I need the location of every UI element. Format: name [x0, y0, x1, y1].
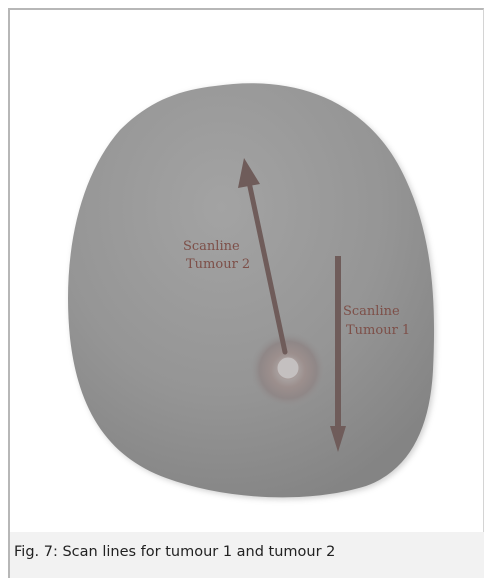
scanline-tumour-1-label-line1: Scanline: [343, 304, 400, 319]
scanline-tumour-2-label-line2: Tumour 2: [186, 257, 250, 272]
figure-caption: Fig. 7: Scan lines for tumour 1 and tumo…: [14, 544, 335, 560]
breast-shape: [68, 83, 434, 497]
breast-diagram-svg: Scanline Tumour 2 Scanline Tumour 1: [10, 10, 484, 532]
scanline-tumour-1-label-line2: Tumour 1: [346, 323, 410, 338]
breast-scan-illustration: Scanline Tumour 2 Scanline Tumour 1: [10, 10, 484, 532]
nipple: [277, 357, 299, 379]
figure-caption-bar: Fig. 7: Scan lines for tumour 1 and tumo…: [10, 532, 484, 578]
figure-frame: Scanline Tumour 2 Scanline Tumour 1 Fig.…: [8, 8, 484, 578]
scanline-tumour-2-label-line1: Scanline: [183, 239, 240, 254]
